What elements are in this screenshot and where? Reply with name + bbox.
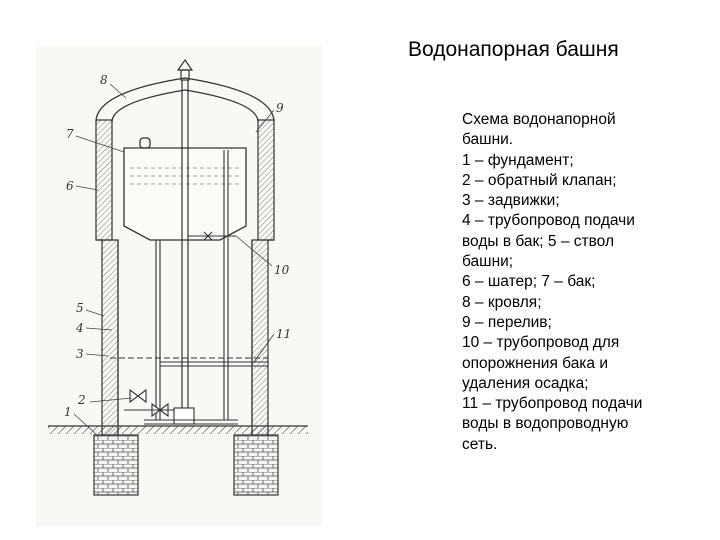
tower-shelter-walls [95,119,275,241]
slide-title: Водонапорная башня [408,38,619,61]
legend-line: сеть. [462,435,498,453]
paper-background [36,46,322,526]
callout-7: 7 [66,127,74,141]
water-tower-diagram: 8 9 7 6 10 5 4 3 11 2 1 [28,40,328,530]
callout-5: 5 [76,301,84,315]
water-tank [123,137,247,241]
legend-text: Схема водонапорной башни. 1 – фундамент;… [462,110,702,455]
legend-line: 1 – фундамент; [462,151,574,169]
foundation [93,434,279,496]
underground-pipe [144,419,238,425]
legend-line: опорожнения бака и [462,354,609,372]
legend-line: 3 – задвижки; [462,192,560,210]
legend-line: воды в водопроводную [462,415,629,433]
legend-line: башни. [462,131,514,149]
roof-dome [95,77,275,123]
roof-vent [176,58,194,81]
callout-leaders [73,83,275,437]
callout-6: 6 [66,179,74,193]
legend-line: удаления осадка; [462,374,589,392]
callout-3: 3 [76,347,84,361]
drain-pipe [155,231,236,420]
callout-8: 8 [100,73,108,87]
legend-line: 9 – перелив; [462,313,552,331]
callout-10: 10 [274,263,290,277]
callout-1: 1 [64,405,72,419]
ground-surface [48,425,308,434]
callout-2: 2 [77,393,86,407]
legend-line: башни; [462,253,514,271]
callout-9: 9 [276,101,284,115]
legend-line: 8 – кровля; [462,293,542,311]
legend-line: 4 – трубопровод подачи [462,212,635,230]
legend-line: 2 – обратный клапан; [462,171,617,189]
callout-11: 11 [276,327,291,341]
network-pipe [110,357,268,367]
callout-labels: 8 9 7 6 10 5 4 3 11 2 1 [64,73,291,419]
legend-line: воды в бак; 5 – ствол [462,232,614,250]
legend-line: Схема водонапорной [462,111,616,128]
callout-4: 4 [75,321,84,335]
legend-line: 11 – трубопровод подачи [462,395,643,413]
tower-stem-walls [101,239,269,436]
legend-line: 10 – трубопровод для [462,334,620,352]
legend-line: 6 – шатер; 7 – бак; [462,273,596,291]
overflow-pipe [223,150,229,420]
